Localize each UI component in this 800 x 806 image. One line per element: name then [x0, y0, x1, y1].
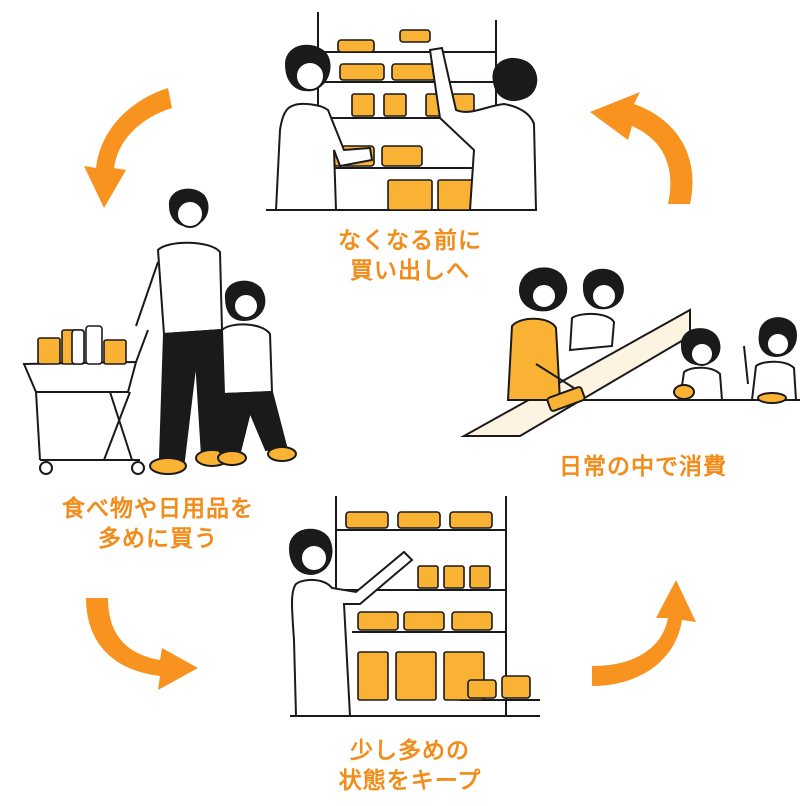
arrow-bottom-right	[592, 580, 696, 686]
caption-line: 食べ物や日用品を	[62, 496, 254, 522]
caption-line: なくなる前に	[338, 228, 482, 254]
step-caption-buy-before-out: なくなる前に 買い出しへ	[300, 226, 520, 286]
step-caption-daily-consumption: 日常の中で消費	[528, 452, 758, 482]
step-caption-buy-extra: 食べ物や日用品を 多めに買う	[28, 494, 288, 554]
arrow-top-left	[84, 88, 172, 208]
arrow-top-right	[590, 92, 693, 204]
illustration-shopping	[266, 12, 538, 211]
caption-line: 状態をキープ	[338, 768, 482, 794]
step-caption-keep-stock: 少し多めの 状態をキープ	[300, 736, 520, 796]
arrow-bottom-left	[86, 598, 198, 690]
illustration-consumption	[460, 267, 800, 437]
caption-line: 多めに買う	[98, 526, 218, 552]
caption-line: 少し多めの	[350, 738, 470, 764]
illustration-stock	[288, 496, 540, 717]
illustration-buying	[22, 188, 297, 475]
caption-line: 買い出しへ	[350, 258, 470, 284]
cycle-arrows	[84, 88, 696, 690]
caption-line: 日常の中で消費	[559, 454, 727, 480]
